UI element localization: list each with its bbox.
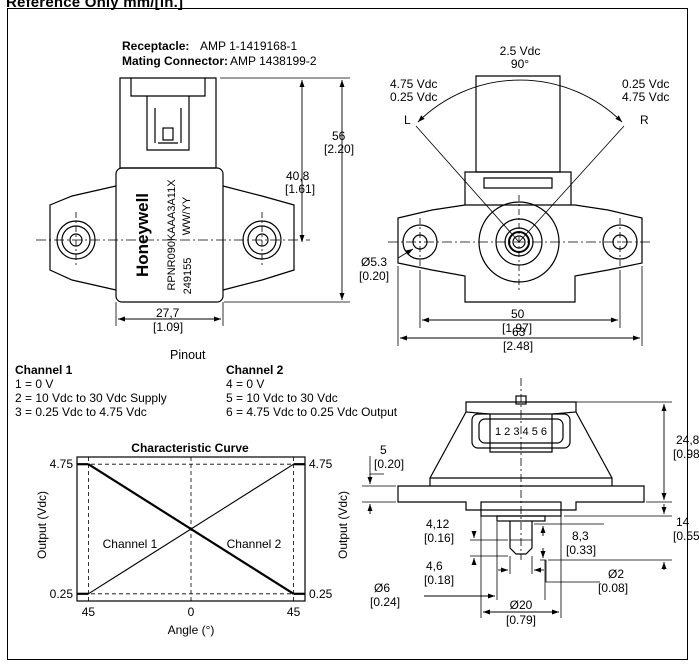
series-label-1: Channel 1 [103, 537, 158, 551]
channel-2-pin-6: 6 = 4.75 Vdc to 0.25 Vdc Output [226, 405, 398, 419]
dim-5-in: [0.20] [374, 457, 404, 471]
dim-50-in: [1,97] [502, 321, 532, 335]
dim-56: 56 [332, 129, 346, 143]
channel-2-pin-5: 5 = 10 Vdc to 30 Vdc [226, 391, 338, 405]
channel-1-pin-2: 2 = 10 Vdc to 30 Vdc Supply [15, 391, 167, 405]
right-mark: R [640, 113, 649, 127]
page-title: Reference Only mm/[in.] [6, 0, 184, 11]
mating-label: Mating Connector: [122, 54, 228, 68]
chart-title: Characteristic Curve [131, 441, 249, 455]
hole-diameter: Ø5.3 [361, 255, 387, 269]
dim-27-7-in: [1.09] [153, 320, 183, 334]
pinout-channel-1: Channel 1 1 = 0 V 2 = 10 Vdc to 30 Vdc S… [15, 363, 167, 419]
side-view: 2.5 Vdc 90° 4.75 Vdc 0.25 Vdc 0.25 Vdc 4… [359, 44, 669, 353]
side-body [397, 204, 643, 303]
right-flange [222, 185, 295, 291]
series-2-emphasis [87, 463, 295, 595]
drawing-frame [7, 8, 688, 660]
mating-value: AMP 1438199-2 [230, 54, 317, 68]
rotation-angle: 90° [511, 57, 529, 71]
y-tick-right-high: 4.75 [309, 457, 333, 471]
dim-27-7: 27,7 [156, 306, 180, 320]
pinout-channel-2: Channel 2 4 = 0 V 5 = 10 Vdc to 30 Vdc 6… [226, 363, 397, 419]
dim-24-8: 24,8 [676, 433, 699, 447]
plot-curves [77, 463, 305, 595]
y-tick-left-low: 0.25 [50, 587, 74, 601]
plot-labels: Channel 1 Channel 2 4.75 0.25 4.75 0.25 45 0 45 [50, 457, 333, 619]
front-view: 1 2 3 4 5 6 24,8 [0.98] 14 [0.55] [362, 378, 699, 627]
y-tick-left-high: 4.75 [50, 457, 74, 471]
left-voltage-2: 0.25 Vdc [390, 90, 437, 104]
dim-40-8-in: [1.61] [285, 182, 315, 196]
right-voltage-1: 0.25 Vdc [622, 77, 669, 91]
left-mark: L [404, 113, 411, 127]
channel-1-title: Channel 1 [15, 363, 73, 377]
dim-24-8-in: [0.98] [673, 447, 699, 461]
left-voltage-1: 4.75 Vdc [390, 77, 437, 91]
dim-14-in: [0.55] [673, 529, 699, 543]
dim-50: 50 [511, 307, 525, 321]
x-tick-center: 0 [188, 605, 195, 619]
left-flange [49, 185, 117, 291]
channel-1-pin-3: 3 = 0.25 Vdc to 4.75 Vdc [15, 405, 147, 419]
dim-4-12-in: [0.16] [424, 531, 454, 545]
channel-2-title: Channel 2 [226, 363, 284, 377]
y-axis-label: Output (Vdc) [35, 491, 49, 559]
x-tick-right: 45 [287, 605, 301, 619]
connector-housing [119, 77, 217, 169]
dim-o6-in: [0.24] [370, 595, 400, 609]
sensor-body [115, 167, 224, 303]
y-axis-label-right: Output (Vdc) [336, 491, 350, 559]
dim-o6: Ø6 [374, 581, 390, 595]
dim-56-in: [2.20] [324, 142, 354, 156]
dim-o20: Ø20 [510, 598, 533, 612]
front-connector [465, 401, 577, 453]
dim-8-3: 8,3 [572, 529, 589, 543]
dim-63: 63 [512, 325, 526, 339]
top-view: Receptacle: AMP 1-1419168-1 Mating Conne… [36, 39, 354, 334]
dim-8-3-in: [0.33] [566, 543, 596, 557]
dim-14: 14 [676, 515, 690, 529]
hole-diameter-in: [0.20] [359, 269, 389, 283]
lot-marking: 249155 [182, 258, 194, 295]
dim-40-8: 40,8 [286, 169, 310, 183]
dim-5: 5 [380, 443, 387, 457]
dim-63-in: [2.48] [503, 339, 533, 353]
center-voltage: 2.5 Vdc [500, 44, 541, 58]
receptacle-value: AMP 1-1419168-1 [200, 39, 298, 53]
x-axis-label: Angle (°) [168, 623, 215, 637]
y-tick-right-low: 0.25 [309, 587, 333, 601]
dim-o2-in: [0.08] [598, 581, 628, 595]
dim-o2: Ø2 [608, 567, 624, 581]
characteristic-curve-chart: Characteristic Curve Channel 1 Channel 2 4… [35, 441, 350, 637]
dim-4-6-in: [0.18] [424, 573, 454, 587]
side-connector [475, 75, 561, 173]
part-number-marking: RPNR090KAAA3A11X [166, 179, 178, 291]
date-code-marking: WW/YY [181, 196, 193, 235]
channel-1-pin-1: 1 = 0 V [15, 377, 54, 391]
dim-4-12: 4,12 [426, 517, 450, 531]
pinout-heading: Pinout [170, 348, 206, 362]
x-tick-left: 45 [82, 605, 96, 619]
receptacle-label: Receptacle: [122, 39, 189, 53]
brand-marking: Honeywell [133, 193, 152, 277]
dim-o20-in: [0.79] [506, 613, 536, 627]
dim-4-6: 4,6 [426, 559, 443, 573]
front-base [397, 485, 645, 511]
series-label-2: Channel 2 [227, 537, 282, 551]
channel-2-pin-4: 4 = 0 V [226, 377, 265, 391]
right-voltage-2: 4.75 Vdc [622, 90, 669, 104]
